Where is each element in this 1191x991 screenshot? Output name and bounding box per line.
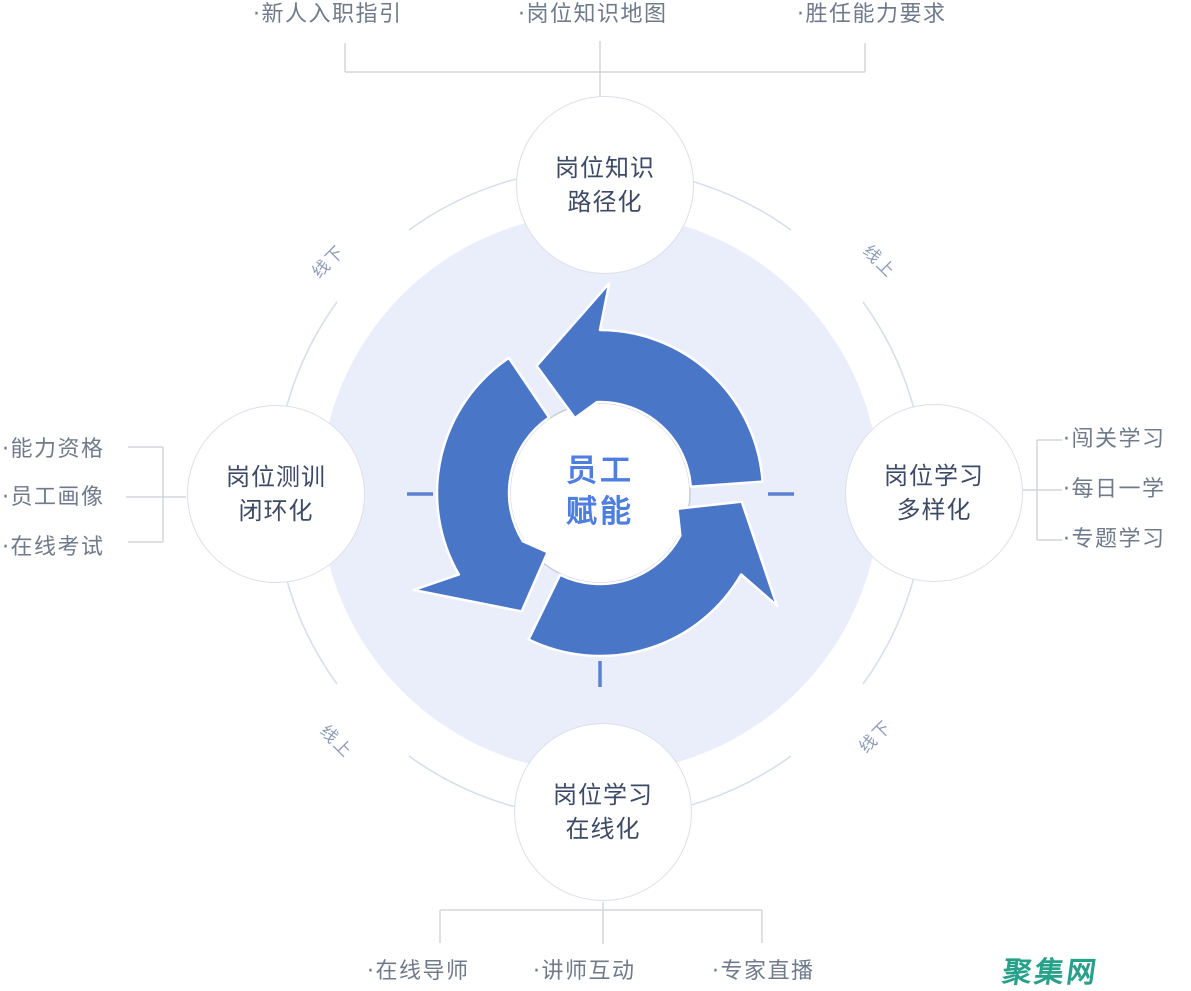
node-left-line2: 闭环化 — [238, 497, 314, 525]
node-bottom-line1: 岗位学习 — [553, 781, 653, 809]
bracket-connectors — [126, 41, 1062, 944]
node-bottom-line2: 在线化 — [565, 815, 641, 843]
bullet-topic-learning: ·专题学习 — [1063, 527, 1166, 552]
bullet-knowledge-map: ·岗位知识地图 — [518, 2, 668, 27]
center-title: 员工 赋能 — [520, 451, 680, 533]
bullet-online-exam: ·在线考试 — [2, 535, 105, 560]
node-learning-variety: 岗位学习 多样化 — [845, 404, 1023, 582]
bullet-competency-req: ·胜任能力要求 — [797, 2, 947, 27]
node-top-line1: 岗位知识 — [555, 154, 655, 182]
node-right-line1: 岗位学习 — [884, 462, 984, 490]
center-title-line2: 赋能 — [566, 494, 634, 530]
right-bracket — [1016, 439, 1062, 541]
cycle-arrows — [335, 281, 815, 740]
watermark-logo: 聚集网 — [1000, 955, 1102, 989]
node-learning-online: 岗位学习 在线化 — [514, 723, 692, 901]
bullet-online-mentor: ·在线导师 — [367, 959, 470, 984]
node-top-line2: 路径化 — [567, 188, 643, 216]
bullet-lecturer-interact: ·讲师互动 — [533, 959, 636, 984]
bullet-onboarding-guide: ·新人入职指引 — [253, 2, 403, 27]
top-bracket — [344, 41, 866, 96]
left-bracket — [126, 446, 186, 543]
bullet-level-learning: ·闯关学习 — [1063, 427, 1166, 452]
node-right-line2: 多样化 — [896, 496, 972, 524]
center-title-line1: 员工 — [566, 453, 634, 489]
cycle-arrow-top — [535, 281, 764, 488]
bullet-expert-live: ·专家直播 — [712, 959, 815, 984]
bullet-daily-learning: ·每日一学 — [1063, 477, 1166, 502]
tick-dashes — [407, 492, 794, 687]
bullet-ability-qualification: ·能力资格 — [2, 437, 105, 462]
node-knowledge-path: 岗位知识 路径化 — [516, 96, 694, 274]
bottom-bracket — [439, 902, 763, 944]
node-left-line1: 岗位测训 — [226, 463, 326, 491]
bullet-employee-profile: ·员工画像 — [2, 485, 105, 510]
node-test-training-loop: 岗位测训 闭环化 — [187, 405, 365, 583]
